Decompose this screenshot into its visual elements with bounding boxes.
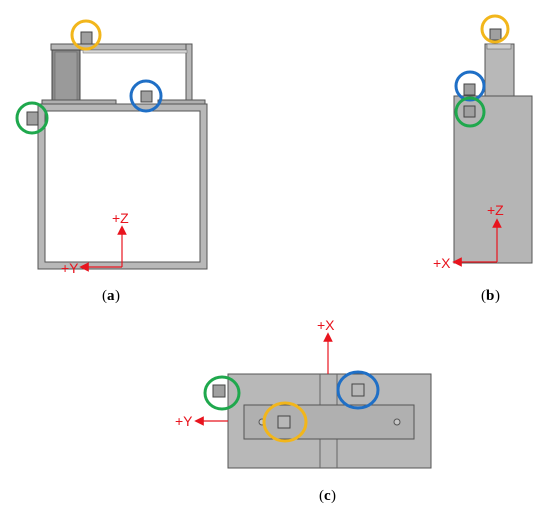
blue-marker-circle (129, 79, 163, 113)
main-block (453, 95, 533, 264)
dark-column-inner (54, 51, 78, 101)
axis-label-z: +Z (112, 210, 129, 226)
panel-a: +Z +Y ( a ) (15, 19, 208, 304)
blue-marker-circle (454, 70, 486, 102)
blue-marker-circle (336, 370, 380, 410)
sensor-square-top (80, 31, 93, 45)
sensor-square-center (277, 415, 291, 429)
yellow-marker-circle (70, 19, 102, 51)
sensor-square-mid (463, 83, 476, 96)
axis-label-x: +X (317, 317, 335, 333)
axis-label-z: +Z (487, 202, 504, 218)
caption-c-close: ) (331, 488, 336, 504)
green-marker-circle (15, 101, 49, 135)
sensor-square-left (212, 384, 226, 398)
yellow-marker-circle (262, 401, 308, 443)
sensor-square-top (489, 28, 502, 41)
green-marker-circle (454, 96, 486, 128)
inner-bar (243, 404, 415, 440)
axis-label-y: +Y (61, 260, 79, 276)
top-column (484, 43, 515, 97)
caption-c-open: ( (319, 488, 324, 504)
sensor-square-low (463, 105, 476, 118)
caption-b-close: ) (495, 288, 500, 304)
caption-b-letter: b (486, 288, 494, 304)
caption-c-letter: c (324, 488, 331, 504)
inner-rail (82, 49, 188, 54)
caption-a-close: ) (115, 288, 120, 304)
yellow-marker-circle (480, 14, 510, 44)
caption-a-open: ( (102, 288, 107, 304)
axis-label-x: +X (433, 255, 451, 271)
green-marker-circle (203, 375, 241, 411)
top-column-cap (486, 43, 512, 50)
top-plate (50, 43, 192, 51)
axis-label-y: +Y (175, 413, 193, 429)
panel-b: +Z +X ( b ) (433, 14, 533, 304)
sensor-square-upper (351, 383, 365, 397)
sensor-square-left (26, 111, 39, 126)
hole-right-icon (393, 418, 401, 426)
panel-c: +X +Y ( c ) (175, 317, 432, 504)
sensor-square-mid (140, 90, 153, 103)
caption-a-letter: a (107, 288, 115, 304)
caption-b-open: ( (481, 288, 486, 304)
